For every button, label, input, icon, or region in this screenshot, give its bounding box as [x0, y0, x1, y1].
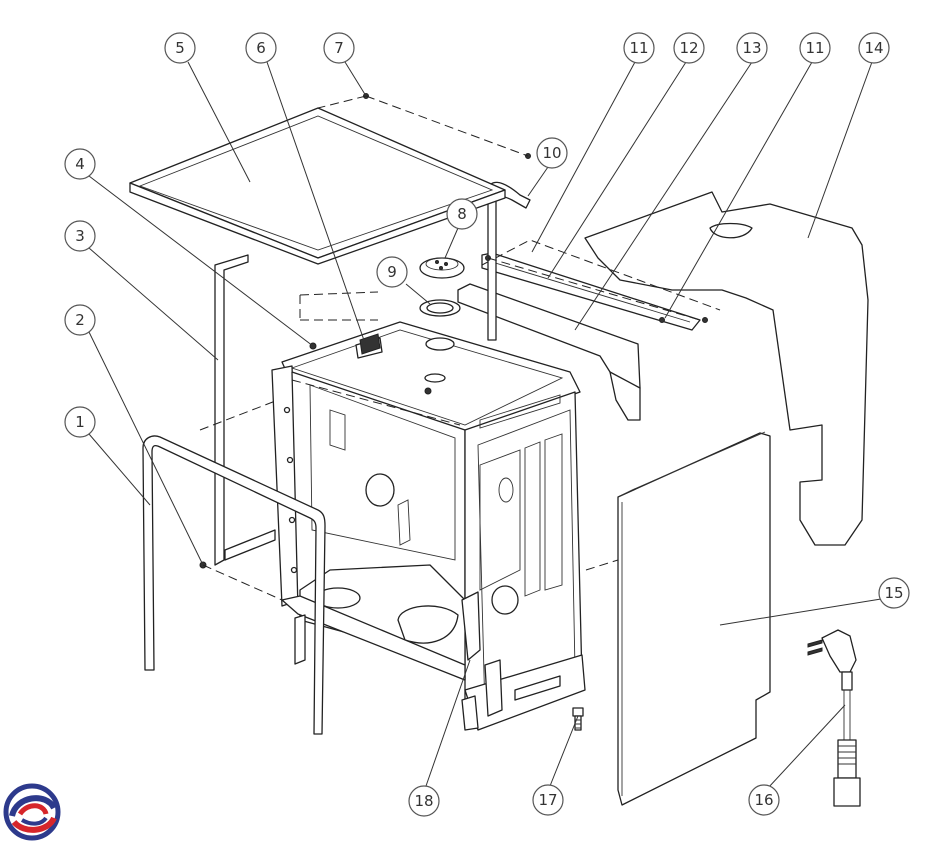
part-15-side-panel: [617, 431, 771, 806]
callout-1-label: 1: [75, 413, 85, 431]
callout-9: 9: [376, 256, 408, 288]
callout-13: 13: [736, 32, 768, 64]
callout-16: 16: [748, 784, 780, 816]
callout-15: 15: [878, 577, 910, 609]
part-17-screw: [572, 707, 584, 731]
callout-16-label: 16: [754, 791, 773, 809]
callout-9-label: 9: [387, 263, 397, 281]
callout-6-label: 6: [256, 39, 266, 57]
callout-7: 7: [323, 32, 355, 64]
assembly-dash-lines: [199, 95, 701, 601]
leader-lines: [88, 61, 882, 789]
callout-10-label: 10: [542, 144, 561, 162]
part-8-vent: [419, 257, 465, 279]
callout-12: 12: [673, 32, 705, 64]
part-5-top-panel: [129, 107, 506, 265]
callout-17: 17: [532, 784, 564, 816]
callout-11-left-label: 11: [629, 39, 648, 57]
callout-15-label: 15: [884, 584, 903, 602]
part-14-insulation-cover: [584, 191, 869, 546]
callout-4: 4: [64, 148, 96, 180]
callout-2-label: 2: [75, 311, 85, 329]
callout-11-right-label: 11: [805, 39, 824, 57]
callout-10: 10: [536, 137, 568, 169]
part-1-door-gasket: [142, 435, 326, 735]
callout-17-label: 17: [538, 791, 557, 809]
callout-14: 14: [858, 32, 890, 64]
tub-body: [271, 321, 586, 731]
callout-1: 1: [64, 406, 96, 438]
callout-14-label: 14: [864, 39, 883, 57]
callout-11-left: 11: [623, 32, 655, 64]
callout-3-label: 3: [75, 227, 85, 245]
callout-8: 8: [446, 198, 478, 230]
callout-3: 3: [64, 220, 96, 252]
callout-5: 5: [164, 32, 196, 64]
callout-2: 2: [64, 304, 96, 336]
callout-5-label: 5: [175, 39, 185, 57]
callout-4-label: 4: [75, 155, 85, 173]
callout-18: 18: [408, 785, 440, 817]
callout-7-label: 7: [334, 39, 344, 57]
callout-13-label: 13: [742, 39, 761, 57]
brand-logo: [3, 783, 61, 841]
callout-18-label: 18: [414, 792, 433, 810]
part-9-seal-ring: [419, 299, 461, 317]
callout-12-label: 12: [679, 39, 698, 57]
callout-6: 6: [245, 32, 277, 64]
callout-11-right: 11: [799, 32, 831, 64]
part-3-side-strip: [214, 254, 276, 566]
callout-8-label: 8: [457, 205, 467, 223]
part-6-bracket: [359, 333, 381, 355]
part-16-power-cord: [807, 629, 861, 807]
